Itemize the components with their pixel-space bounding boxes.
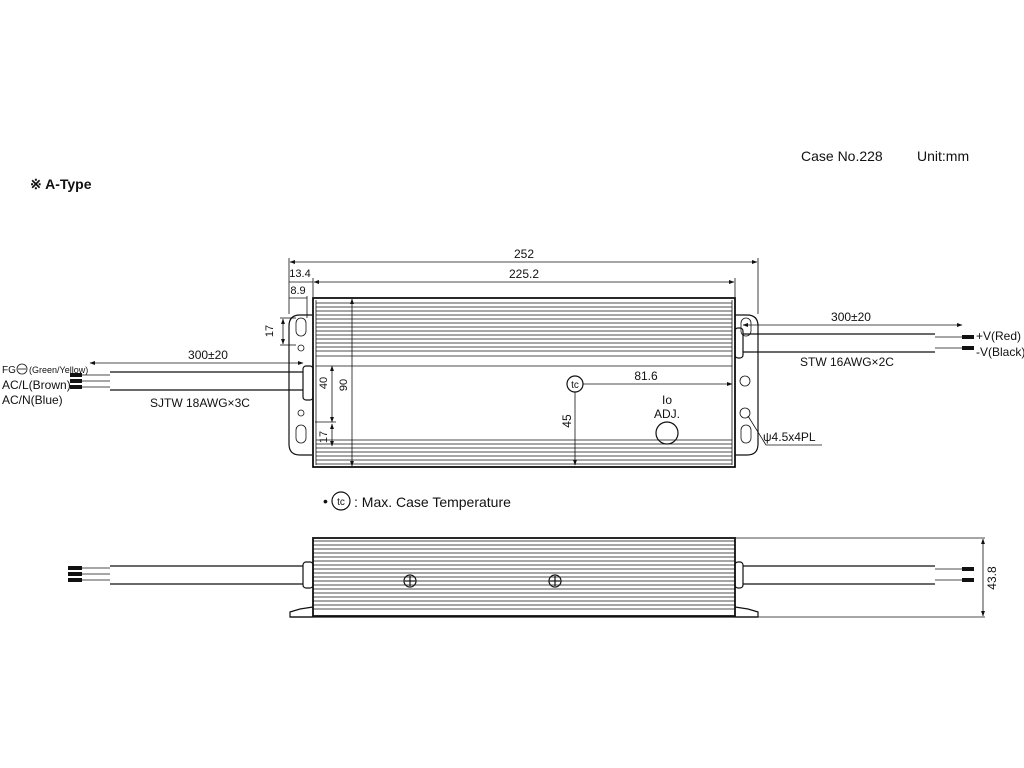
slot-top-right xyxy=(740,317,752,337)
side-output-gland xyxy=(734,561,744,589)
slot-top-left xyxy=(295,317,307,337)
io-adj-potentiometer xyxy=(655,421,679,445)
output-cable xyxy=(743,333,974,353)
hole-leader-line xyxy=(747,415,767,446)
screw-right xyxy=(548,574,562,588)
type-label: ※ A-Type xyxy=(30,176,92,192)
side-input-gland xyxy=(302,561,314,589)
dim-body-length: 225.2 xyxy=(509,267,539,281)
dim-side-height: 43.8 xyxy=(985,566,999,590)
case-number: Case No.228 xyxy=(801,148,883,164)
dim-total-length: 252 xyxy=(514,247,534,261)
dim-input-cable-length: 300±20 xyxy=(188,348,228,362)
right-flange xyxy=(735,314,759,456)
input-cable xyxy=(70,371,303,391)
fg-label: FG xyxy=(2,365,16,376)
dim-flange-inner: 8.9 xyxy=(290,285,305,297)
adj-label: ADJ. xyxy=(654,407,680,421)
side-output-cable xyxy=(743,565,974,585)
input-cable-type: SJTW 18AWG×3C xyxy=(150,396,250,410)
slot-bottom-left xyxy=(295,424,307,444)
vplus-label: +V(Red) xyxy=(976,329,1021,343)
output-cable-type: STW 16AWG×2C xyxy=(800,355,894,369)
screw-left xyxy=(403,574,417,588)
acl-label: AC/L(Brown) xyxy=(2,378,71,392)
fg-color: (Green/Yellow) xyxy=(29,365,88,375)
dim-flange-outer: 13.4 xyxy=(289,268,310,280)
ground-icon xyxy=(16,363,28,375)
hole-right-b xyxy=(739,407,751,419)
input-gland xyxy=(302,365,314,401)
dim-slot-top: 17 xyxy=(264,325,276,337)
side-left-flange xyxy=(289,606,314,618)
dim-mount-height: 40 xyxy=(318,377,330,389)
dim-tc-offset: 81.6 xyxy=(634,369,658,383)
legend-tc-symbol xyxy=(331,491,351,511)
dim-slot-bottom: 17 xyxy=(318,431,330,443)
vminus-label: -V(Black) xyxy=(976,345,1024,359)
tc-legend: • tc : Max. Case Temperature xyxy=(323,491,511,511)
dim-tc-height: 45 xyxy=(560,414,574,428)
unit-label: Unit:mm xyxy=(917,148,969,164)
tc-point-text: tc xyxy=(571,380,579,391)
heat-fins xyxy=(315,300,733,465)
left-flange xyxy=(288,314,312,456)
side-view: 43.8 xyxy=(68,537,999,618)
legend-tc-text: tc xyxy=(337,497,345,508)
legend-bullet: • xyxy=(323,493,328,509)
slot-bottom-right xyxy=(740,424,752,444)
io-label: Io xyxy=(662,393,672,407)
dim-output-cable-length: 300±20 xyxy=(831,310,871,324)
hole-left-a xyxy=(297,344,305,352)
output-gland xyxy=(734,327,744,359)
side-fins xyxy=(313,540,735,610)
acn-label: AC/N(Blue) xyxy=(2,393,63,407)
hole-left-b xyxy=(297,409,305,417)
side-input-cable xyxy=(68,565,303,585)
dim-body-height: 90 xyxy=(338,379,350,391)
top-view: Io ADJ. tc 81.6 45 252 225.2 13.4 8.9 17… xyxy=(2,247,1024,468)
legend-text: : Max. Case Temperature xyxy=(354,494,511,510)
side-right-flange xyxy=(734,606,759,618)
hole-right-a xyxy=(739,375,751,387)
hole-label: ψ4.5x4PL xyxy=(763,430,816,444)
